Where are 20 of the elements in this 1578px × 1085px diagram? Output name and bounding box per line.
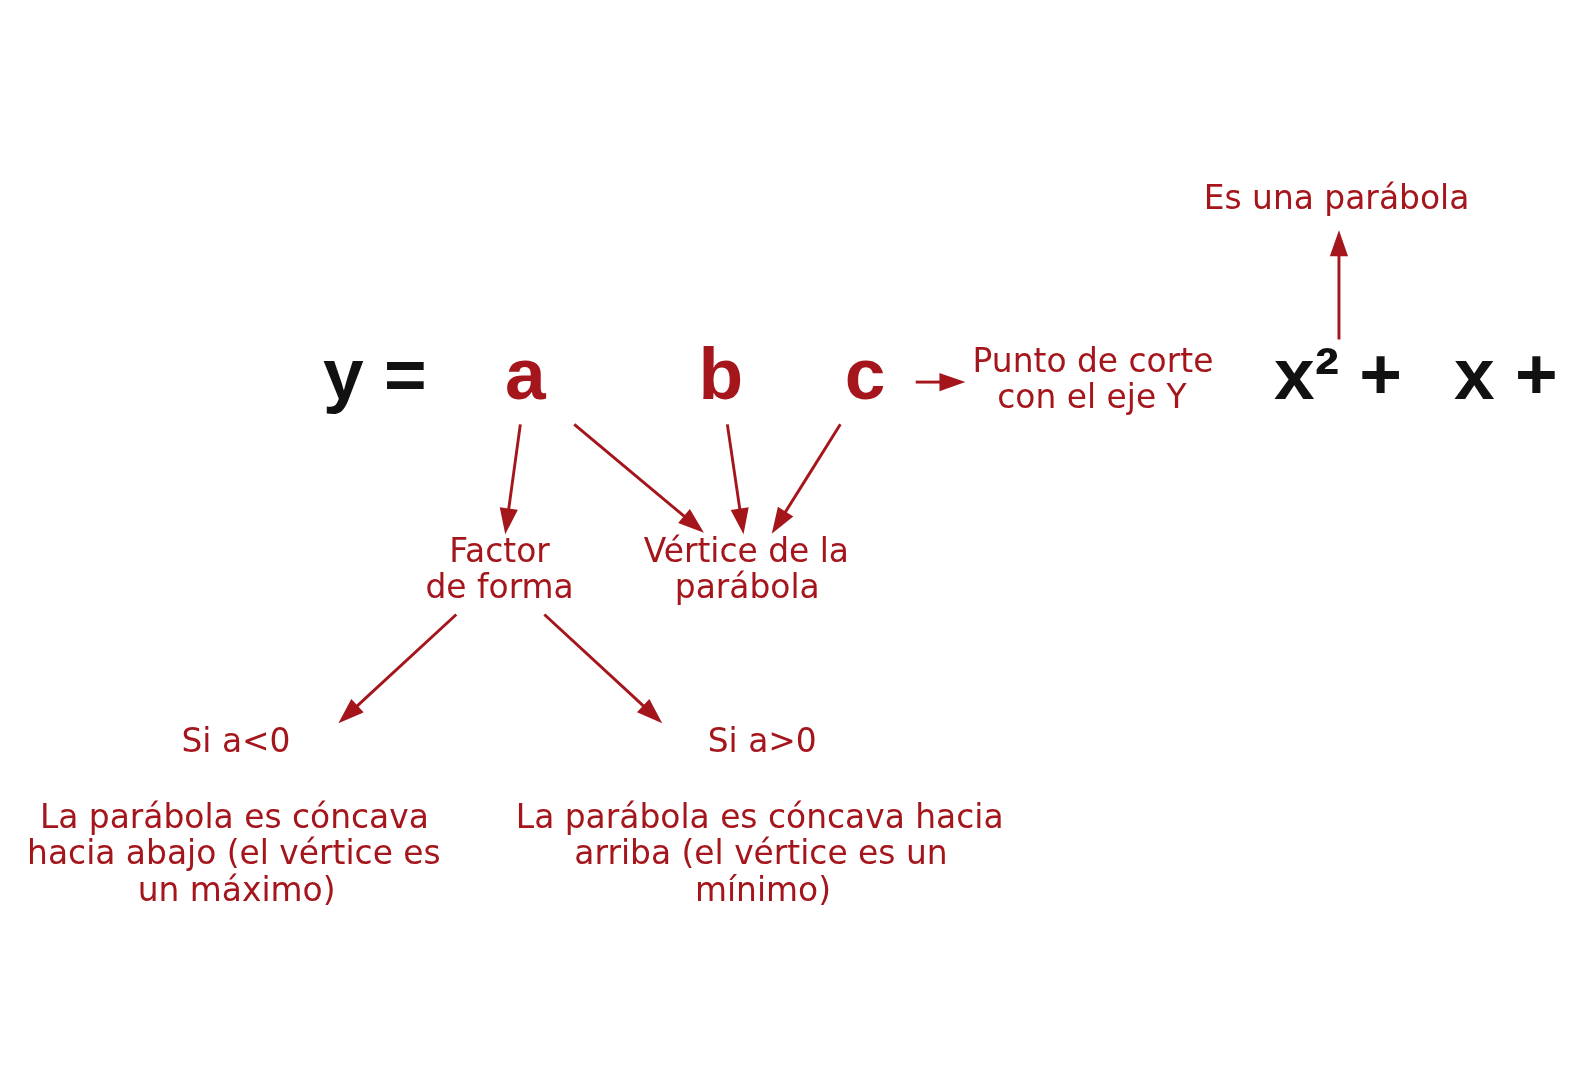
node-text: b bbox=[698, 332, 744, 414]
node-text: Punto de corte con el eje Y bbox=[972, 340, 1214, 417]
node-text: c bbox=[844, 332, 886, 414]
arrow bbox=[338, 613, 458, 724]
arrow bbox=[725, 424, 749, 535]
arrow bbox=[499, 424, 522, 535]
arrow bbox=[573, 423, 704, 533]
arrow bbox=[1329, 230, 1349, 340]
node-text: a bbox=[504, 332, 546, 414]
arrow bbox=[771, 423, 842, 534]
node-text: x² + bbox=[1274, 332, 1403, 414]
arrow bbox=[543, 613, 663, 724]
arrow bbox=[915, 373, 966, 392]
node-text: Si a<0 La parábola es cóncava hacia abajo (el vértice es un máximo) bbox=[27, 720, 441, 909]
node-text: Factor de forma bbox=[425, 530, 574, 607]
node-text: Vértice de la parábola bbox=[643, 530, 850, 607]
node-text: Es una parábola bbox=[1203, 178, 1470, 218]
node-text: Si a>0 La parábola es cóncava hacia arriba (el vértice es un mínimo) bbox=[515, 720, 1004, 909]
node-text: y = bbox=[323, 332, 427, 414]
node-text: x + bbox=[1454, 332, 1558, 414]
